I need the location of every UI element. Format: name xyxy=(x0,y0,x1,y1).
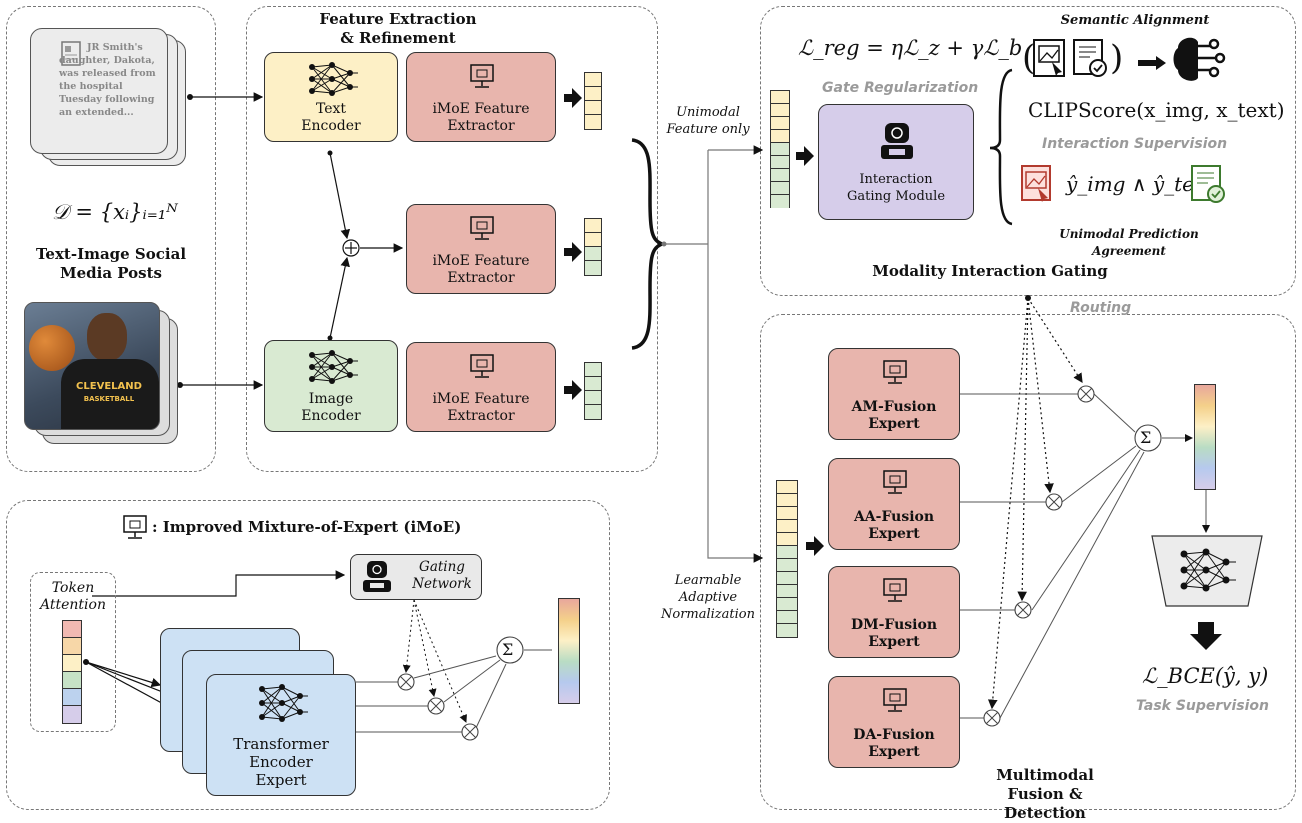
jersey-subtext: BASKETBALL xyxy=(83,395,135,403)
neural-net-icon xyxy=(259,684,308,722)
unimodal-label: Unimodal Feature only xyxy=(666,105,750,137)
interaction-supervision-label: Interaction Supervision xyxy=(1042,136,1228,152)
imoe-extractor-label: iMoE Feature Extractor xyxy=(432,101,530,134)
expert-dm-fusion: DM-Fusion Expert xyxy=(828,566,960,658)
imoe-extractor-label: iMoE Feature Extractor xyxy=(432,391,530,424)
post-text: JR Smith's daughter, Dakota, was release… xyxy=(59,42,156,118)
robot-icon xyxy=(881,123,913,159)
imoe-extractor-label: iMoE Feature Extractor xyxy=(432,253,530,286)
semantic-alignment-label: Semantic Alignment xyxy=(1060,13,1210,28)
loss-reg-formula: ℒ_reg = ηℒ_z + γℒ_b xyxy=(798,36,1023,60)
learnable-label: Learnable Adaptive Normalization xyxy=(661,573,755,622)
input-panel xyxy=(6,6,216,472)
token-vector xyxy=(62,620,82,724)
input-title: Text-Image Social Media Posts xyxy=(35,245,187,282)
image-encoder-label: Image Encoder xyxy=(301,391,361,424)
expert-am-fusion: AM-Fusion Expert xyxy=(828,348,960,440)
imoe-sum-symbol: Σ xyxy=(502,640,514,659)
bce-loss-formula: ℒ_BCE(ŷ, y) xyxy=(1142,664,1269,688)
gating-module-label: Interaction Gating Module xyxy=(846,172,946,204)
imoe-title: : Improved Mixture-of-Expert (iMoE) xyxy=(152,518,462,536)
document-icon xyxy=(61,41,81,66)
image-encoder-box: Image Encoder xyxy=(264,340,398,432)
imoe-monitor-icon xyxy=(470,354,494,378)
arrow-right-icon xyxy=(1138,56,1166,70)
text-encoder-box: Text Encoder xyxy=(264,52,398,142)
clipscore-formula: CLIPScore(x_img, x_text) xyxy=(1028,98,1285,122)
text-feature-vector xyxy=(584,72,602,130)
imoe-monitor-icon xyxy=(883,470,907,494)
imoe-extractor-text: iMoE Feature Extractor xyxy=(406,52,556,142)
expert-label: DM-Fusion Expert xyxy=(850,617,938,650)
neural-net-icon xyxy=(1180,548,1236,592)
expert-da-fusion: DA-Fusion Expert xyxy=(828,676,960,768)
feature-title: Feature Extraction & Refinement xyxy=(319,10,477,47)
imoe-monitor-icon xyxy=(883,578,907,602)
gating-network-box: Gating Network xyxy=(350,554,482,600)
neural-net-icon xyxy=(309,62,358,96)
gating-network-label: Gating Network xyxy=(412,559,472,592)
imoe-monitor-icon xyxy=(883,360,907,384)
task-supervision-label: Task Supervision xyxy=(1136,698,1269,714)
text-post-card: JR Smith's daughter, Dakota, was release… xyxy=(30,28,168,154)
jersey-text: CLEVELAND xyxy=(76,381,142,392)
imoe-output-vector xyxy=(558,598,580,704)
imoe-extractor-image: iMoE Feature Extractor xyxy=(406,342,556,432)
image-doc-icon xyxy=(1033,39,1065,77)
imoe-monitor-icon xyxy=(470,64,494,88)
imoe-extractor-fused: iMoE Feature Extractor xyxy=(406,204,556,294)
transformer-expert-label: Transformer Encoder Expert xyxy=(233,735,329,789)
token-attention-box xyxy=(30,572,116,732)
gating-input-vector xyxy=(770,90,790,208)
text-doc-icon xyxy=(1073,39,1107,77)
basketball-photo: CLEVELAND BASKETBALL xyxy=(24,302,160,430)
left-paren: ( xyxy=(1022,38,1036,78)
imoe-panel xyxy=(6,500,610,810)
imoe-monitor-icon xyxy=(883,688,907,712)
fused-feature-vector xyxy=(584,218,602,276)
gate-regularization-label: Gate Regularization xyxy=(822,80,979,96)
expert-label: AA-Fusion Expert xyxy=(853,509,935,542)
routing-label: Routing xyxy=(1070,300,1132,316)
neural-net-icon xyxy=(309,350,358,384)
expert-label: DA-Fusion Expert xyxy=(853,727,935,760)
image-feature-vector xyxy=(584,362,602,420)
right-paren: ) xyxy=(1110,38,1124,78)
image-doc-icon xyxy=(1021,165,1051,202)
imoe-monitor-icon xyxy=(470,216,494,240)
agreement-label: Unimodal Prediction Agreement xyxy=(1059,227,1199,258)
robot-icon xyxy=(363,561,391,592)
text-encoder-label: Text Encoder xyxy=(301,101,361,134)
fused-output-vector xyxy=(1194,384,1216,490)
token-attention-label: Token Attention xyxy=(40,580,106,613)
gating-title: Modality Interaction Gating xyxy=(872,262,1108,280)
brain-network-icon xyxy=(1173,37,1226,81)
expert-label: AM-Fusion Expert xyxy=(851,399,937,432)
text-doc-icon xyxy=(1191,165,1225,203)
fusion-title: Multimodal Fusion & Detection xyxy=(996,766,1094,822)
agreement-formula: ŷ_img ∧ ŷ_text xyxy=(1066,172,1214,196)
expert-aa-fusion: AA-Fusion Expert xyxy=(828,458,960,550)
imoe-monitor-icon xyxy=(123,515,147,539)
dataset-formula: 𝒟 = {xᵢ}ᵢ₌₁ᴺ xyxy=(52,200,178,224)
transformer-expert: Transformer Encoder Expert xyxy=(206,674,356,796)
interaction-gating-module: Interaction Gating Module xyxy=(818,104,974,220)
fusion-input-vector xyxy=(776,480,798,638)
fusion-sum-symbol: Σ xyxy=(1140,428,1152,447)
